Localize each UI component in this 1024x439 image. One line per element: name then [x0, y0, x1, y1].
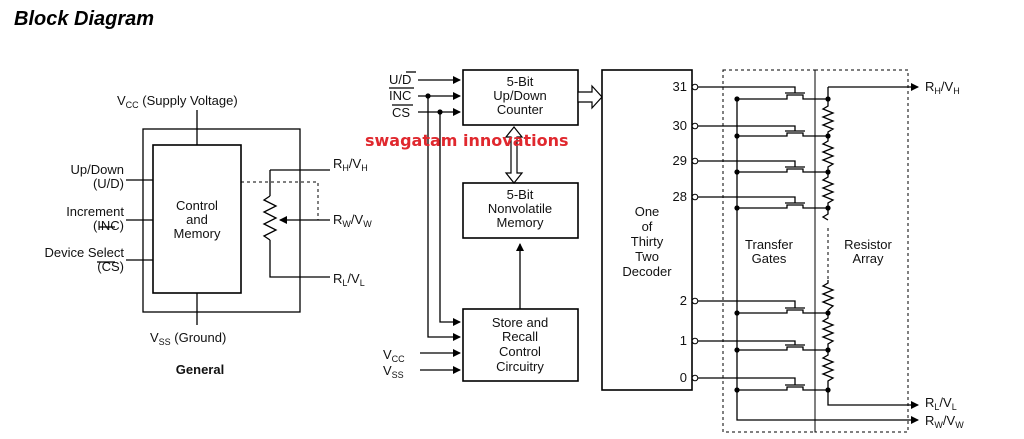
core-label-3: Memory: [174, 226, 221, 241]
vcc-label: VCC (Supply Voltage): [117, 93, 238, 110]
bidirectional-arrow: [504, 126, 524, 184]
store-label-3: Control: [499, 344, 541, 359]
input-inc-label: INC: [389, 88, 411, 103]
updown-sub-label: (U/D): [93, 176, 124, 191]
store-label-1: Store and: [492, 315, 548, 330]
counter-label-2: Up/Down: [493, 88, 546, 103]
input-ud-label: U/D: [389, 72, 411, 87]
cs-sub-label: (CS): [97, 259, 124, 274]
decoder-label-3: Thirty: [631, 234, 664, 249]
output-rh-label: RH/VH: [925, 79, 960, 96]
bus-arrow: [577, 84, 603, 110]
core-label-2: and: [186, 212, 208, 227]
pin-2-label: 2: [680, 293, 687, 308]
pin-29-label: 29: [673, 153, 687, 168]
counter-label-1: 5-Bit: [507, 74, 534, 89]
general-block: Control and Memory VCC (Supply Voltage) …: [45, 93, 373, 377]
decoder-label-4: Two: [635, 249, 659, 264]
detail-block: U/D INC CS 5-Bit Up/Down Counter VCC VSS…: [383, 69, 964, 433]
decoder-label-5: Decoder: [622, 264, 672, 279]
rh-label: RH/VH: [333, 156, 368, 173]
rl-label: RL/VL: [333, 271, 365, 288]
watermark-text: swagatam innovations: [365, 131, 569, 150]
resistor-array-label-1: Resistor: [844, 237, 892, 252]
transfer-gates-label-1: Transfer: [745, 237, 794, 252]
input-vss-label: VSS: [383, 363, 404, 380]
input-cs-label: CS: [392, 105, 410, 120]
resistor-array-label-2: Array: [852, 251, 884, 266]
gate-rows: [691, 83, 831, 393]
transfer-gates-label-2: Gates: [752, 251, 787, 266]
output-rw-label: RW/VW: [925, 413, 964, 430]
pin-0-label: 0: [680, 370, 687, 385]
inc-sub-label: (INC): [93, 218, 124, 233]
nvm-label-2: Nonvolatile: [488, 201, 552, 216]
pin-30-label: 30: [673, 118, 687, 133]
rw-label: RW/VW: [333, 212, 372, 229]
inc-label: Increment: [66, 204, 124, 219]
pin-28-label: 28: [673, 189, 687, 204]
vss-label: VSS (Ground): [150, 330, 226, 347]
nonvolatile-memory-box: [462, 182, 579, 239]
cs-label: Device Select: [45, 245, 125, 260]
nvm-label-3: Memory: [497, 215, 544, 230]
page-title: Block Diagram: [14, 8, 154, 30]
store-label-2: Recall: [502, 329, 538, 344]
core-label-1: Control: [176, 198, 218, 213]
general-caption: General: [176, 362, 224, 377]
store-label-4: Circuitry: [496, 359, 544, 374]
resistor-array-region: [814, 69, 909, 433]
pin-1-label: 1: [680, 333, 687, 348]
output-rl-label: RL/VL: [925, 395, 957, 412]
pin-31-label: 31: [673, 79, 687, 94]
updown-label: Up/Down: [71, 162, 124, 177]
decoder-label-1: One: [635, 204, 660, 219]
counter-label-3: Counter: [497, 102, 544, 117]
decoder-label-2: of: [642, 219, 653, 234]
nvm-label-1: 5-Bit: [507, 187, 534, 202]
input-vcc-label: VCC: [383, 347, 405, 364]
decoder-box: [601, 69, 693, 391]
